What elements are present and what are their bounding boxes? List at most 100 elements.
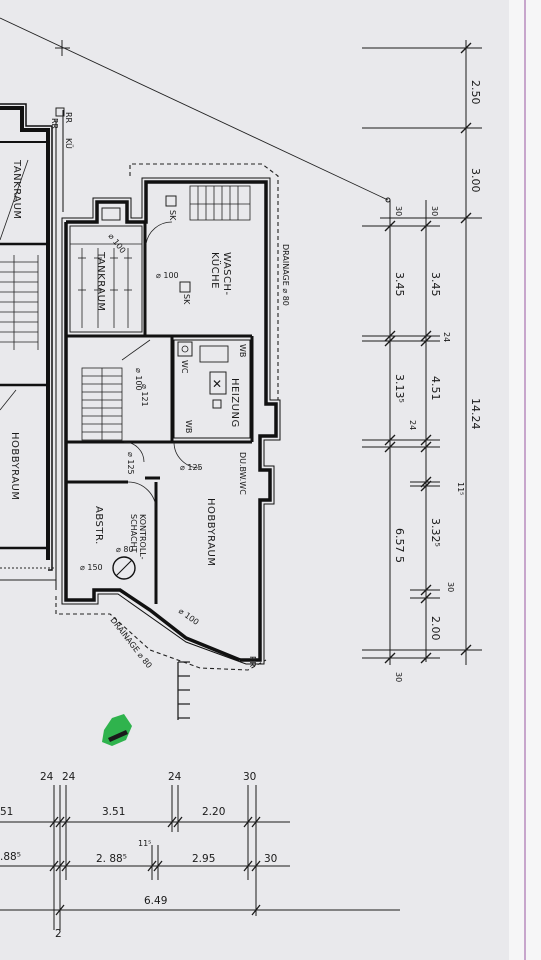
downpipe-marker bbox=[55, 107, 65, 117]
label-wc1: WC bbox=[180, 360, 189, 374]
sk-fixture bbox=[165, 195, 177, 207]
outer-wall-outline bbox=[61, 177, 281, 665]
hdim-2-88-5: 2. 88⁵ bbox=[96, 853, 127, 865]
hdim-24c: 24 bbox=[168, 771, 182, 783]
stair-main bbox=[81, 339, 151, 441]
label-rr-bottom: RR bbox=[248, 656, 257, 668]
hdim-6-49: 6.49 bbox=[144, 895, 167, 907]
label-d125b: ⌀ 125 bbox=[180, 463, 203, 472]
label-d80: ⌀ 80 bbox=[116, 545, 134, 554]
hdim-11-5: 11⁵ bbox=[138, 839, 151, 848]
sink-fixture bbox=[177, 341, 193, 357]
room-label-tankraum-left: TANKRAUM bbox=[11, 159, 22, 220]
label-rr-top: RR bbox=[64, 112, 73, 124]
dim-3-45a: 3.45 bbox=[393, 272, 406, 297]
left-stair bbox=[0, 255, 39, 350]
hdim-2-95: 2.95 bbox=[192, 853, 215, 865]
label-ku: KÜ bbox=[64, 138, 74, 149]
dim-6-57-5: 6.57 5 bbox=[393, 528, 406, 563]
rr-fixture bbox=[101, 207, 121, 221]
door-swing bbox=[123, 441, 145, 463]
label-kontrollschacht: KONTROLL- SCHACHT bbox=[129, 514, 147, 562]
label-du-bw-wc: DU.BW.WC bbox=[238, 452, 247, 495]
dim-30c: 30 bbox=[446, 582, 455, 592]
hdim-24a: 24 bbox=[40, 771, 54, 783]
tank-grid bbox=[70, 243, 142, 328]
label-drainage-top: DRAINAGE ⌀ 80 bbox=[281, 244, 290, 306]
dim-24a: 24 bbox=[442, 332, 451, 342]
left-building: RR TANKRAUM HOBBYRAUM bbox=[0, 103, 65, 590]
dim-3-00: 3.00 bbox=[469, 168, 482, 193]
sink-drain bbox=[181, 345, 189, 353]
sk-fixture bbox=[179, 281, 191, 293]
left-outer-wall bbox=[0, 106, 50, 560]
door-swing bbox=[145, 221, 173, 245]
room-label-abstr: ABSTR. bbox=[93, 506, 104, 545]
left-footing-lines bbox=[55, 110, 64, 590]
room-label-tankraum: TANKRAUM bbox=[95, 251, 106, 312]
kontroll-line2: SCHACHT bbox=[129, 514, 138, 553]
hdim-24b: 24 bbox=[62, 771, 76, 783]
dim-3-13-5: 3.13⁵ bbox=[393, 374, 406, 403]
inspection-shaft-icon bbox=[112, 556, 136, 580]
dim-3-45b: 3.45 bbox=[429, 272, 442, 297]
rr-label: RR bbox=[50, 118, 59, 130]
hdim-88-5: .88⁵ bbox=[0, 851, 21, 863]
dim-30b: 30 bbox=[430, 206, 439, 216]
boiler-x: ✕ bbox=[212, 377, 222, 391]
dim-14-24: 14.24 bbox=[469, 398, 482, 430]
dim-30d: 30 bbox=[394, 672, 403, 682]
horizontal-dimensions bbox=[0, 785, 400, 930]
label-d121: ⌀ 121 bbox=[140, 384, 149, 407]
outer-wall bbox=[64, 222, 241, 662]
drainage-comb bbox=[177, 661, 190, 720]
hdim-2-20: 2.20 bbox=[202, 806, 225, 818]
waschkueche-line1: WASCH- bbox=[221, 252, 232, 296]
kontroll-line1: KONTROLL- bbox=[138, 514, 147, 560]
hdim-3-51: 3.51 bbox=[102, 806, 125, 818]
dim-30a: 30 bbox=[394, 206, 403, 216]
vertical-dimensions bbox=[362, 40, 482, 665]
hdim-30b: 30 bbox=[264, 853, 277, 865]
door-swing bbox=[173, 441, 201, 469]
boiler-fixture bbox=[209, 371, 227, 395]
door-swing bbox=[127, 481, 157, 511]
left-outer-wall-line bbox=[0, 103, 53, 571]
heating-room-outline bbox=[173, 339, 251, 439]
dim-3-32-5: 3.32⁵ bbox=[429, 518, 442, 547]
dim-11-5: 11⁵ bbox=[456, 482, 465, 495]
inspection-shaft-icon bbox=[115, 559, 133, 577]
label-d100b: ⌀ 100 bbox=[156, 271, 179, 280]
wc-fixture bbox=[199, 345, 229, 363]
label-sk1: SK bbox=[168, 210, 177, 221]
vertical-dimension-ticks bbox=[384, 42, 472, 664]
room-label-heizung: HEIZUNG bbox=[229, 378, 240, 428]
label-d150: ⌀ 150 bbox=[80, 563, 103, 572]
door-swing bbox=[0, 159, 29, 241]
horizontal-dimension-ticks bbox=[49, 816, 261, 916]
waschkueche-line2: KÜCHE bbox=[209, 252, 222, 289]
tank-enclosure bbox=[69, 225, 143, 333]
marker-arrow bbox=[108, 730, 128, 742]
outer-wall bbox=[66, 180, 278, 662]
hdim-30a: 30 bbox=[243, 771, 256, 783]
label-wb2: WB bbox=[184, 420, 193, 433]
stair-top bbox=[189, 185, 251, 221]
dim-24b: 24 bbox=[408, 420, 417, 430]
label-wb1: WB bbox=[238, 344, 247, 357]
dim-2-00: 2.00 bbox=[429, 616, 442, 641]
dim-4-51: 4.51 bbox=[429, 376, 442, 401]
room-label-hobbyraum-left: HOBBYRAUM bbox=[9, 432, 20, 501]
door-swing bbox=[0, 389, 17, 411]
drainage-line bbox=[55, 163, 279, 671]
dimension-origin-marker bbox=[385, 197, 391, 203]
room-label-waschkueche: WASCH- KÜCHE bbox=[209, 252, 232, 299]
label-d100c: ⌀ 100 bbox=[134, 368, 143, 391]
floor-drain bbox=[212, 399, 222, 409]
hdim-51: 51 bbox=[0, 806, 13, 818]
label-sk2: SK bbox=[182, 294, 191, 305]
label-d125a: ⌀ 125 bbox=[126, 452, 135, 475]
dim-2-50: 2.50 bbox=[469, 80, 482, 105]
